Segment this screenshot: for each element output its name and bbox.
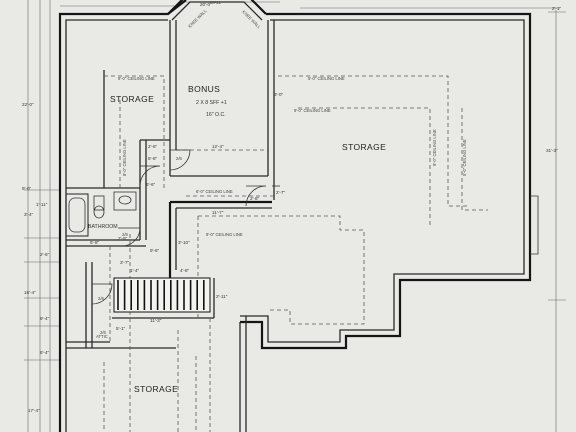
exterior-walls (58, 0, 539, 432)
door-mark-2: 2/6 (98, 296, 104, 301)
dim-9-6: 9'-6" (150, 248, 160, 253)
dim-5-8: 5'-8" (90, 240, 100, 245)
dim-5-8b: 5'-8" (148, 156, 158, 161)
ceiling-note-2: 5'-0" CEILING LINE (308, 76, 345, 81)
lower-hall-door (91, 283, 113, 305)
ceiling-note-3: 9'-0" CEILING LINE (294, 108, 331, 113)
dim-2-6b: 2'-6" (40, 252, 50, 257)
hall-closet-door (139, 165, 161, 187)
dim-3-0: 3'-0" (274, 92, 284, 97)
dim-5-1: 5'-1" (116, 326, 126, 331)
dim-6-6: 6'-6" (146, 182, 156, 187)
dim-top-right: 2'-1" (552, 6, 562, 11)
ceiling-note-4: 6'-0" CEILING LINE (196, 189, 233, 194)
dim-1-4: 1'-4" (130, 268, 140, 273)
vanity (113, 191, 137, 211)
bonus-door (169, 149, 191, 171)
dim-right-tall: 31'-3" (546, 148, 558, 153)
right-dimension-lines (300, 7, 566, 432)
window-label: WALL (210, 0, 222, 5)
dim-3-10: 3'-10" (178, 240, 190, 245)
dim-2-11: 2'-11" (216, 294, 228, 299)
doors (91, 149, 267, 305)
door-mark-4: 2/6 (176, 156, 182, 161)
ceiling-note-8: 9'-0" CEILING LINE (432, 129, 437, 166)
ceiling-note-5: 9'-0" CEILING LINE (206, 232, 243, 237)
room-label-storage-right: STORAGE (342, 142, 386, 152)
dim-9-0: 9'-0" (22, 186, 32, 191)
dim-3-4: 3'-4" (24, 212, 34, 217)
door-mark-1: 2/6 (122, 232, 128, 237)
toilet (93, 195, 105, 211)
room-label-storage-bottom: STORAGE (134, 384, 178, 394)
dim-2-6: 2'-6" (148, 144, 158, 149)
storage-right-door (245, 185, 267, 207)
staircase (113, 277, 211, 313)
dim-6-4: 6'-4" (40, 350, 50, 355)
bonus-spacing-note: 16" O.C. (206, 112, 226, 118)
closet-label: ATTIC (96, 334, 108, 339)
bathroom-fixtures (65, 191, 137, 237)
left-dimension-lines (24, 0, 60, 432)
room-label-bonus: BONUS (188, 84, 220, 94)
dim-2-9: 2'-9" (118, 236, 128, 241)
bathtub (65, 193, 89, 237)
dim-18-4: 18'-4" (24, 290, 36, 295)
bonus-size-note: 2 X 8 SFF +1 (196, 100, 227, 106)
room-label-bathroom: BATHROOM (88, 224, 118, 230)
door-mark-3: 2/6 (100, 330, 106, 335)
dim-2-8: 2'-8" (250, 196, 260, 201)
dim-17-4: 17'-4" (28, 408, 40, 413)
ceiling-note-1: 9'-0" CEILING LINE (118, 76, 155, 81)
dim-9-4: 9'-4" (40, 316, 50, 321)
room-label-storage-upper-left: STORAGE (110, 94, 154, 104)
ceiling-note-6: 8'-0" CEILING LINE (122, 139, 127, 176)
dim-hall-width: 11'-7" (212, 210, 224, 215)
dim-left-tall: 22'-0" (22, 102, 34, 107)
dim-3-7: 3'-7" (120, 260, 130, 265)
dim-2-7: 2'-7" (276, 190, 286, 195)
dim-4-8: 4'-8" (180, 268, 190, 273)
dim-11-3: 11'-3" (150, 318, 162, 323)
ceiling-note-7: 5'-0" CEILING LINE (462, 139, 467, 176)
ceiling-lines (103, 75, 488, 432)
dim-bonus-width: 12'-4" (212, 144, 224, 149)
bathroom-door (118, 227, 141, 247)
dim-top: 20'-0" (200, 2, 212, 7)
dim-1-11: 1'-11" (36, 202, 48, 207)
